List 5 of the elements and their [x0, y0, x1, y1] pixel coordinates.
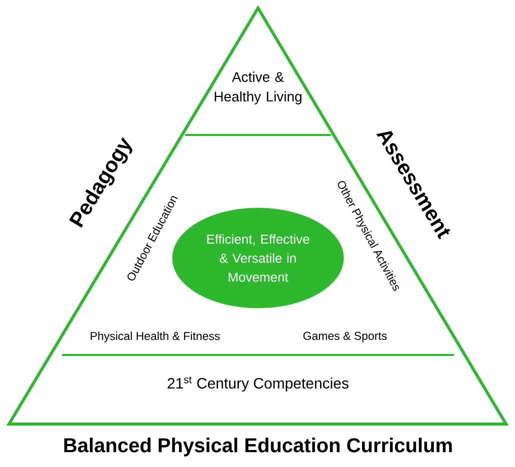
- label: Physical Health & Fitness: [90, 332, 220, 342]
- label: Active & Healthy Living: [214, 72, 302, 104]
- label: Games & Sports: [303, 332, 387, 342]
- title: Balanced Physical Education Curriculum: [64, 438, 452, 456]
- label: 21$^{st}$ Century Competencies: [168, 376, 348, 392]
